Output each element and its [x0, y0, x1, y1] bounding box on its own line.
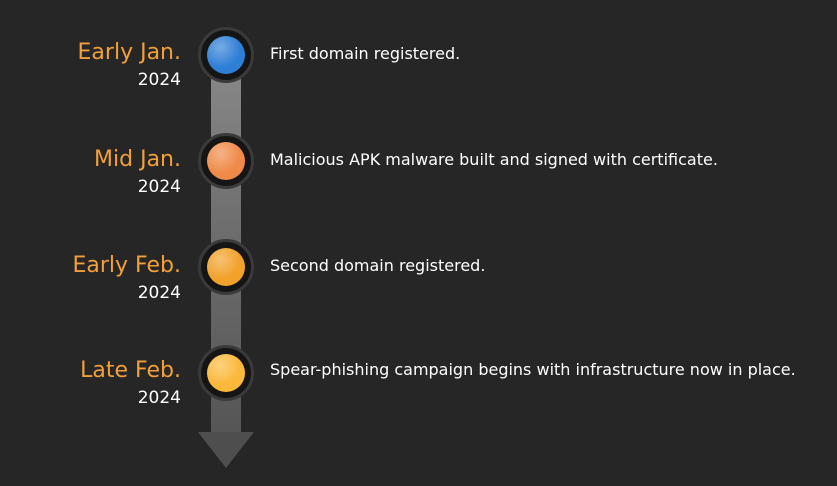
event-2-period: Mid Jan.	[94, 147, 181, 172]
event-2-date: Mid Jan. 2024	[94, 149, 181, 196]
timeline-arrow-head	[198, 432, 254, 468]
event-4-dot	[207, 354, 245, 392]
event-1-period: Early Jan.	[77, 40, 181, 65]
event-3-year: 2024	[137, 283, 181, 303]
event-3-description: Second domain registered.	[270, 256, 486, 275]
event-3-node	[198, 239, 254, 295]
event-1-node	[198, 27, 254, 83]
event-4-node	[198, 345, 254, 401]
event-4-description: Spear-phishing campaign begins with infr…	[270, 360, 796, 379]
event-3-period: Early Feb.	[72, 253, 182, 278]
event-1-dot	[207, 36, 245, 74]
event-1-date: Early Jan. 2024	[78, 42, 181, 89]
event-4-year: 2024	[137, 388, 181, 408]
event-2-year: 2024	[137, 177, 181, 197]
event-2-dot	[207, 142, 245, 180]
event-3-dot	[207, 248, 245, 286]
event-1-description: First domain registered.	[270, 44, 461, 63]
event-4-period: Late Feb.	[80, 358, 181, 383]
event-2-description: Malicious APK malware built and signed w…	[270, 150, 718, 169]
event-2-node	[198, 133, 254, 189]
event-1-year: 2024	[137, 70, 181, 90]
event-4-date: Late Feb. 2024	[80, 360, 181, 407]
event-3-date: Early Feb. 2024	[73, 255, 182, 302]
